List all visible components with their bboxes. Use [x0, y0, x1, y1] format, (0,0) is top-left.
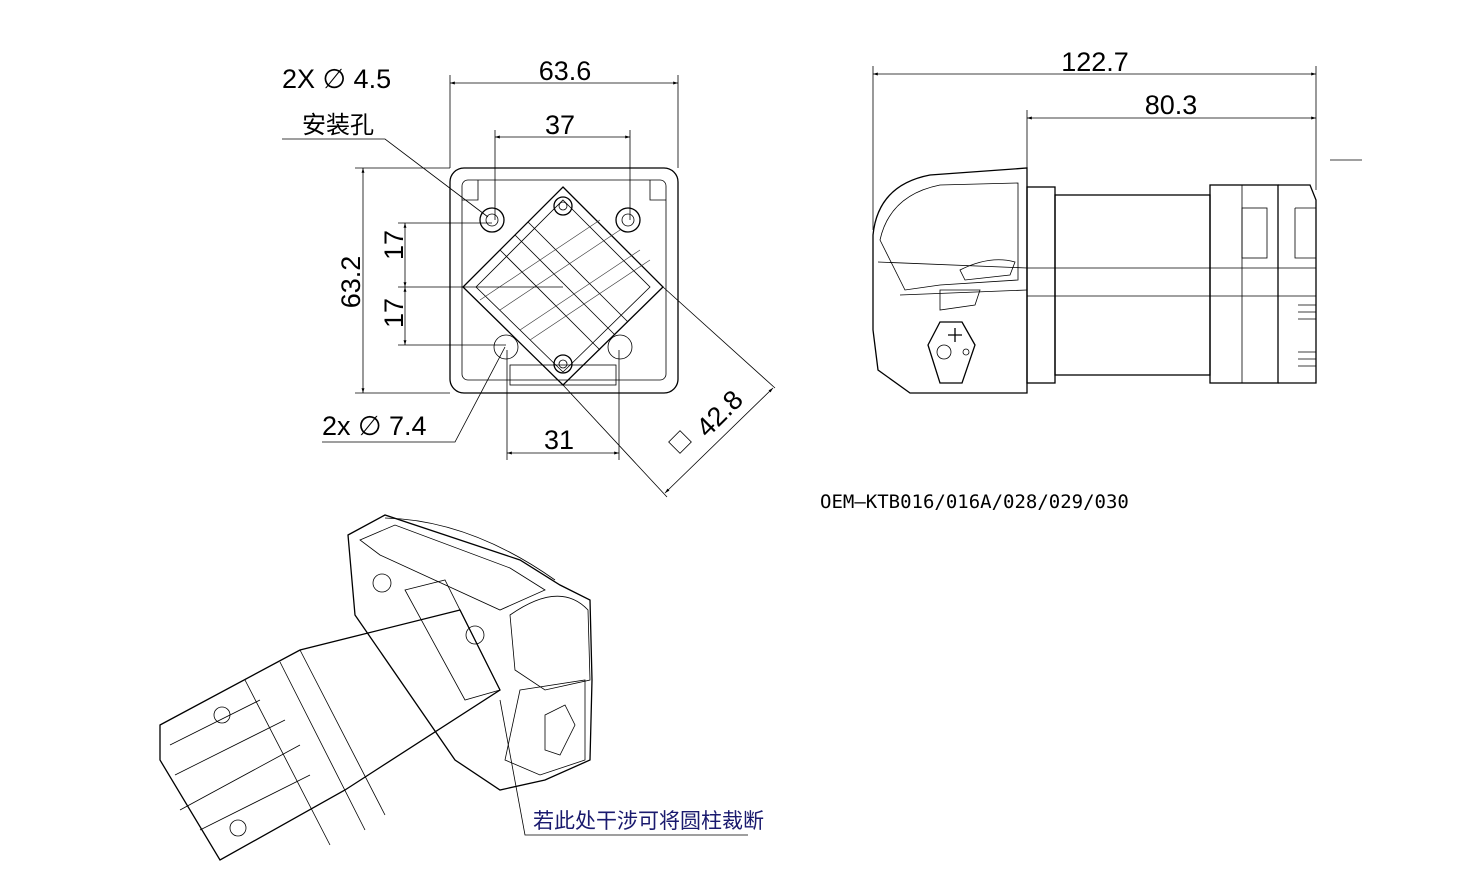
motor-connector-icon	[927, 321, 976, 384]
mounting-hole	[479, 207, 505, 233]
side-view: 122.7 80.3 OEM–KTB016/016A/028/029/030	[820, 47, 1362, 513]
model-label: OEM–KTB016/016A/028/029/030	[820, 491, 1129, 513]
dim-hole-spacing-bottom: 31	[544, 425, 574, 455]
square-symbol-icon	[668, 430, 692, 454]
pump-head-iso	[347, 514, 593, 791]
dim-upper-half: 17	[379, 230, 409, 260]
dim-lower-half: 17	[379, 298, 409, 328]
large-hole	[607, 334, 633, 360]
large-hole-callout: 2x ∅ 7.4	[322, 411, 427, 441]
large-hole	[493, 334, 519, 360]
front-view: 63.6 37 63.2 17 17 31 42.8 2X ∅ 4.5 安装孔 …	[282, 56, 776, 498]
dim-width: 63.6	[539, 56, 592, 86]
motor-iso	[159, 609, 501, 861]
isometric-view: 若此处干涉可将圆柱裁断	[159, 514, 764, 861]
dim-motor-length: 80.3	[1145, 90, 1198, 120]
mounting-hole-callout: 2X ∅ 4.5	[282, 64, 391, 94]
dim-flange-square: 42.8	[690, 384, 748, 442]
front-housing-outline	[449, 167, 679, 394]
pump-head-side	[872, 167, 1028, 394]
motor-body	[1054, 194, 1211, 376]
dim-height: 63.2	[336, 256, 366, 309]
mounting-hole-label: 安装孔	[302, 111, 374, 139]
dim-hole-spacing-top: 37	[545, 110, 575, 140]
mounting-hole	[615, 207, 641, 233]
interference-note: 若此处干涉可将圆柱裁断	[533, 809, 764, 833]
dim-total-length: 122.7	[1061, 47, 1129, 77]
